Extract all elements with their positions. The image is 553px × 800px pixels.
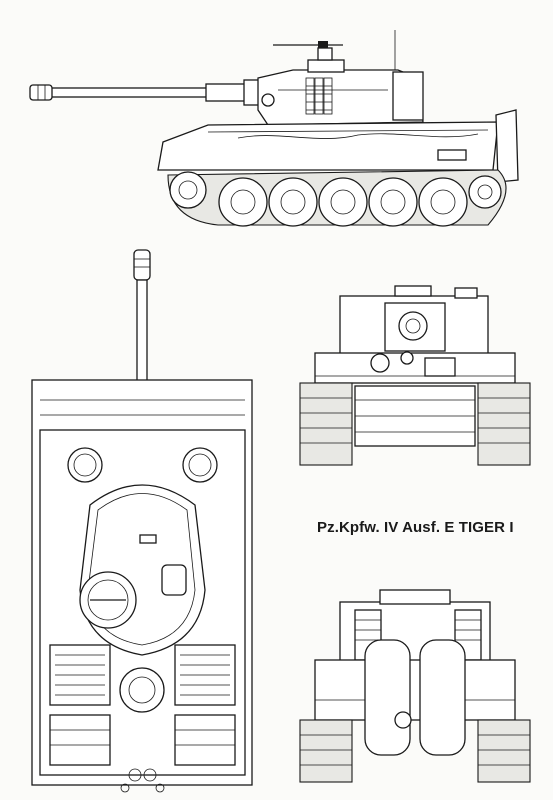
top-engine-deck: [49, 644, 236, 793]
top-driver-hatches: [67, 447, 218, 483]
tank-top-view: [30, 245, 255, 795]
tank-side-view: [18, 30, 538, 240]
hull: [157, 109, 519, 183]
cupola-mg: [273, 41, 345, 73]
top-turret: [79, 484, 206, 656]
tank-front-view: [295, 268, 535, 468]
front-hull: [314, 351, 516, 384]
front-turret: [339, 285, 489, 355]
turret: [257, 69, 424, 126]
main-gun: [29, 79, 267, 106]
front-tracks: [299, 382, 531, 466]
tank-rear-view: [295, 580, 535, 785]
road-wheels: [169, 171, 502, 227]
rear-turret: [339, 589, 491, 663]
rear-tracks: [299, 719, 531, 783]
rear-hull: [314, 639, 516, 756]
drawing-caption: Pz.Kpfw. IV Ausf. E TIGER I: [317, 519, 514, 536]
